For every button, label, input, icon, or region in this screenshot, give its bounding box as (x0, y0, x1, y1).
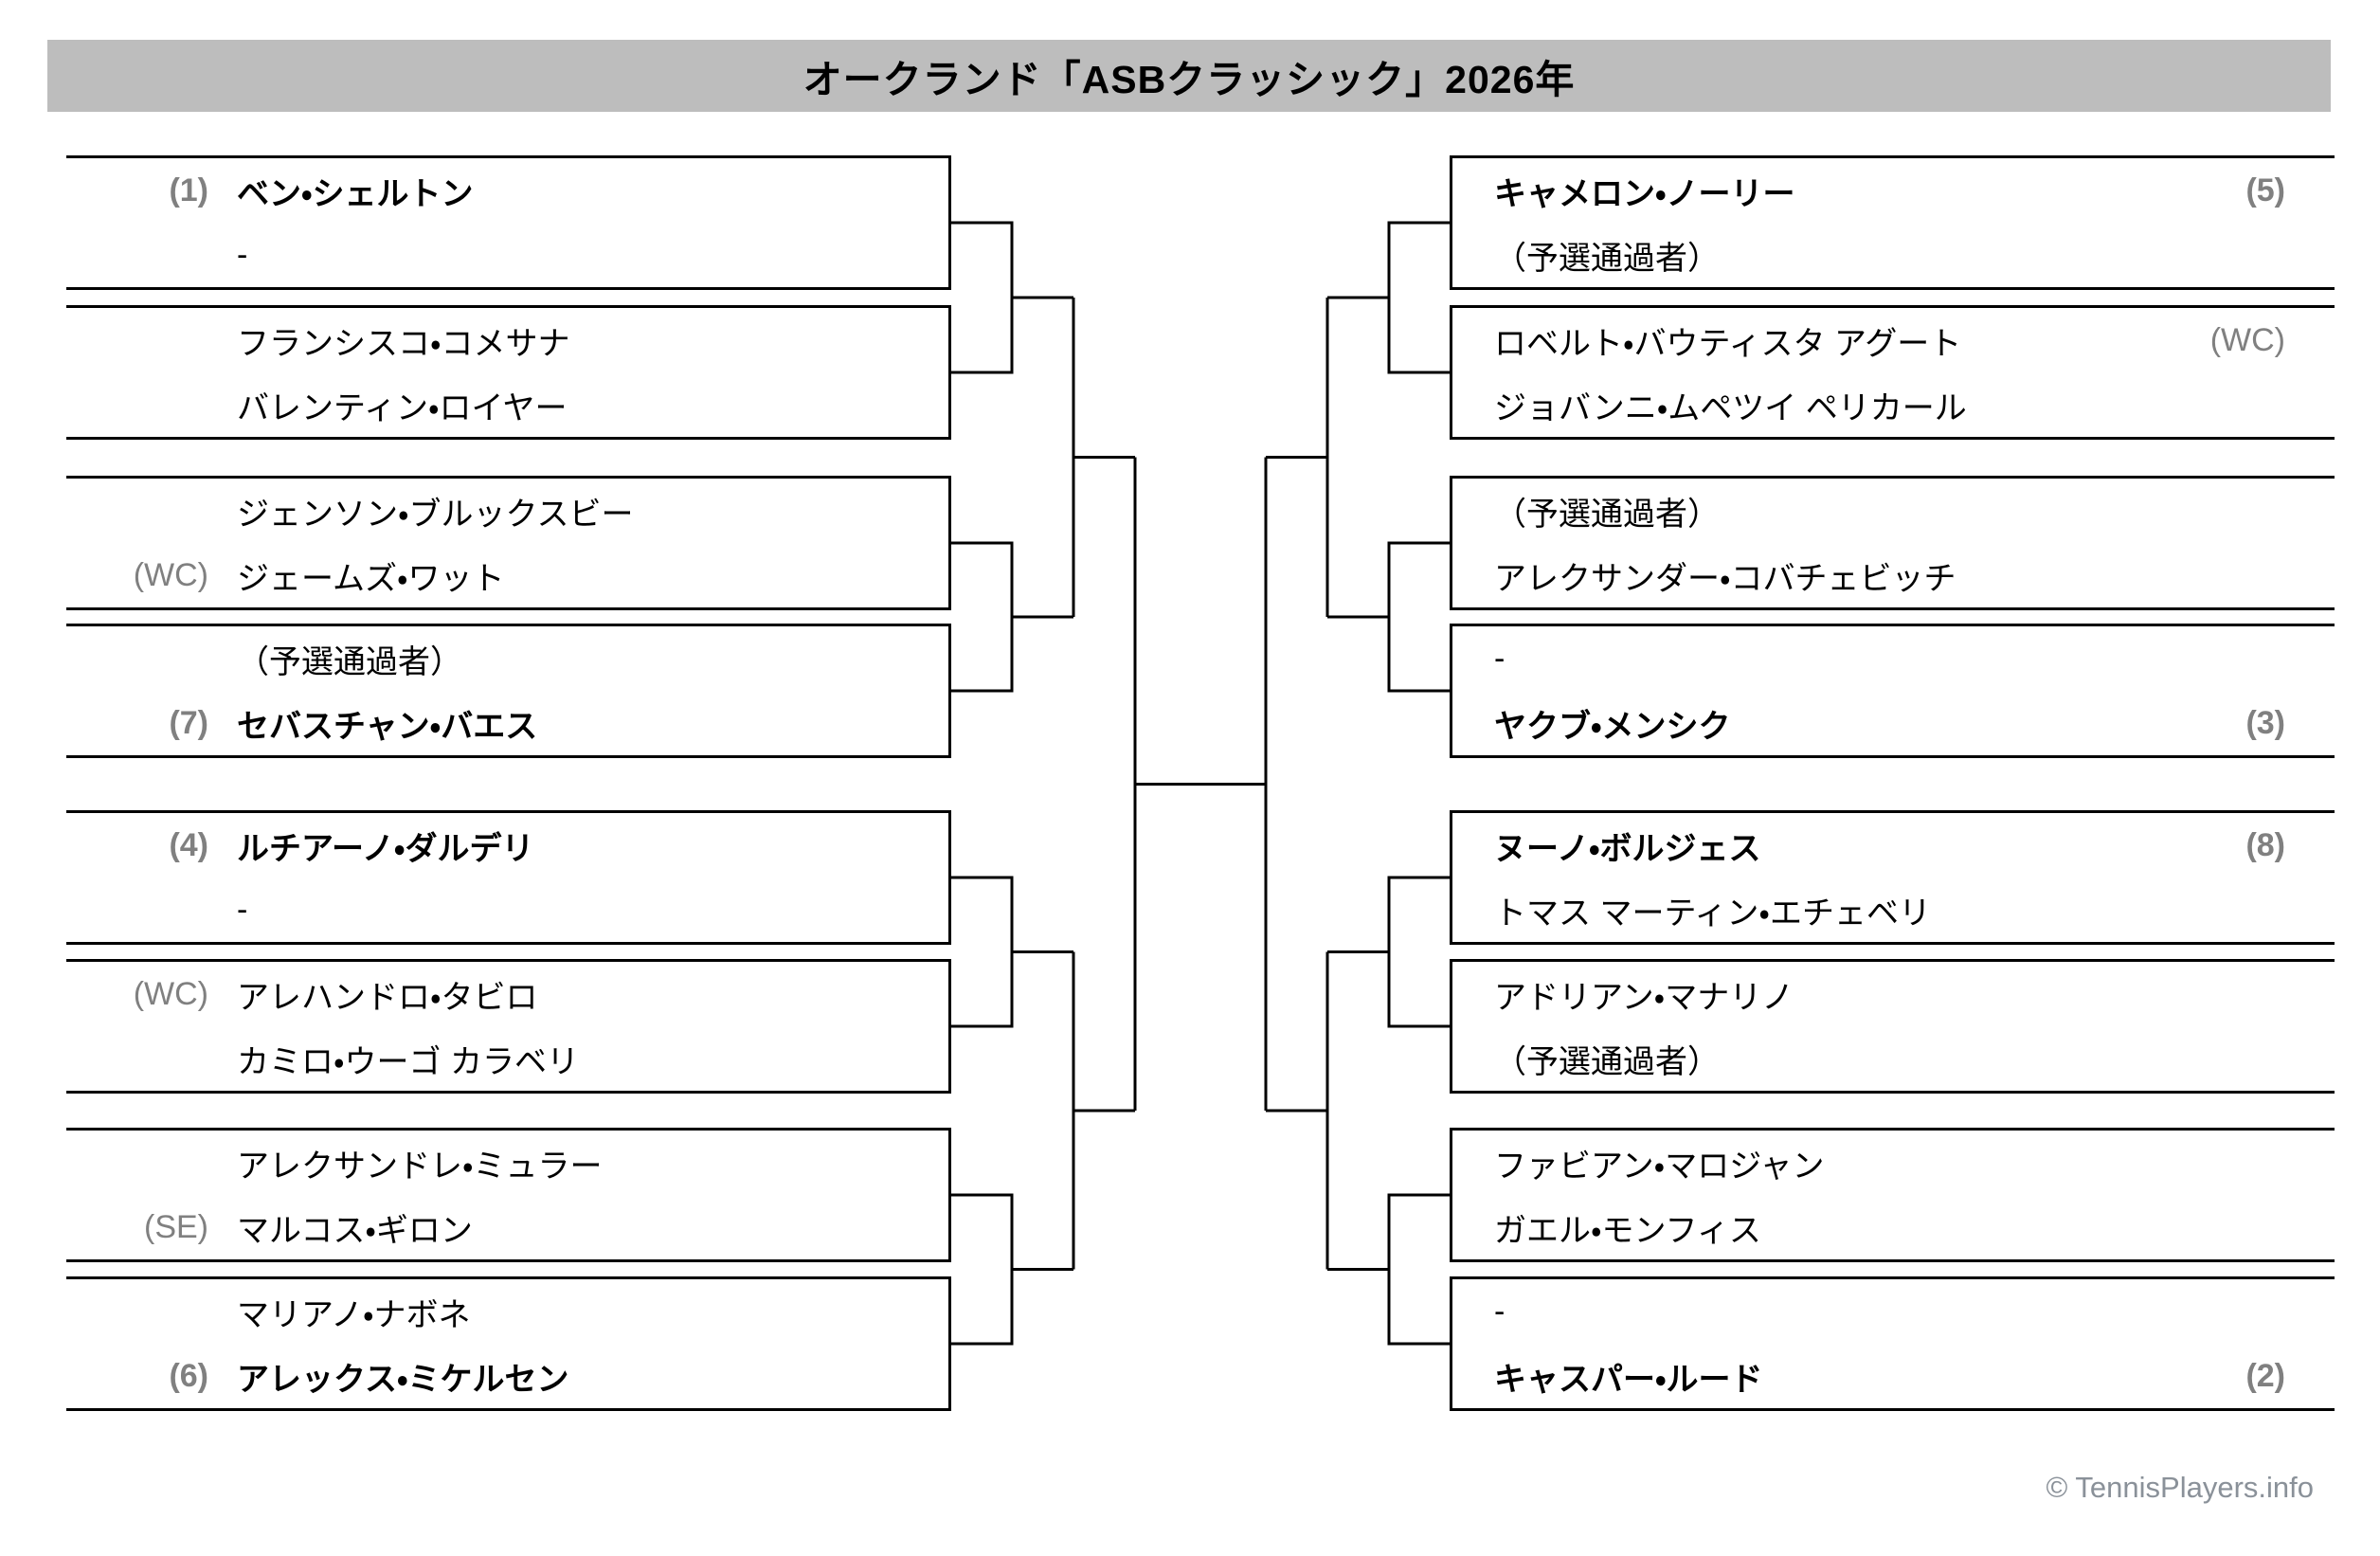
player-name: ヤクブ・メンシク (1494, 708, 1731, 745)
match-box: ヌーノ・ボルジェス (8) トマス マーティン・エチェベリ (1450, 810, 2335, 945)
player-name: ヌーノ・ボルジェス (1494, 830, 1761, 867)
player-name: マルコス・ギロン (237, 1212, 473, 1249)
qualifier-label: （予選通過者） (1494, 496, 1720, 533)
special-exempt-tag: (SE) (144, 1208, 208, 1245)
player-row: アレクサンダー・コバチェビッチ (1452, 543, 2335, 607)
match-box: (1) ベン・シェルトン - (66, 155, 951, 290)
player-row: - (1452, 626, 2335, 691)
player-name: カミロ・ウーゴ カラベリ (237, 1043, 580, 1080)
match-box: ジェンソン・ブルックスビー (WC) ジェームズ・ワット (66, 476, 951, 610)
player-name: アドリアン・マナリノ (1494, 979, 1794, 1016)
player-row: ヤクブ・メンシク (3) (1452, 691, 2335, 755)
player-name: バレンティン・ロイヤー (237, 389, 568, 426)
player-name: キャメロン・ノーリー (1494, 175, 1795, 212)
player-row: カミロ・ウーゴ カラベリ (66, 1026, 948, 1091)
player-row: トマス マーティン・エチェベリ (1452, 878, 2335, 942)
player-name: キャスパー・ルード (1494, 1361, 1763, 1398)
seed-tag: (3) (2245, 704, 2285, 741)
player-row: ロベルト・バウティスタ アグート (WC) (1452, 308, 2335, 372)
player-name: トマス マーティン・エチェベリ (1494, 895, 1931, 932)
player-name: ジョバンニ・ムペツイ ペリカール (1494, 389, 1967, 426)
player-row: アレクサンドレ・ミュラー (66, 1131, 948, 1195)
seed-tag: (8) (2245, 826, 2285, 863)
player-name: - (1494, 1293, 1506, 1330)
player-row: (6) アレックス・ミケルセン (66, 1344, 948, 1408)
match-box: - キャスパー・ルード (2) (1450, 1276, 2335, 1411)
player-row: ファビアン・マロジャン (1452, 1131, 2335, 1195)
match-box: アレクサンドレ・ミュラー (SE) マルコス・ギロン (66, 1128, 951, 1262)
player-row: (SE) マルコス・ギロン (66, 1195, 948, 1259)
seed-tag: (5) (2245, 172, 2285, 208)
match-box: （予選通過者） アレクサンダー・コバチェビッチ (1450, 476, 2335, 610)
player-row: キャメロン・ノーリー (5) (1452, 158, 2335, 223)
player-row: (7) セバスチャン・バエス (66, 691, 948, 755)
match-box: アドリアン・マナリノ （予選通過者） (1450, 959, 2335, 1094)
match-box: マリアノ・ナボネ (6) アレックス・ミケルセン (66, 1276, 951, 1411)
player-name: アレックス・ミケルセン (237, 1361, 569, 1398)
wildcard-tag: (WC) (2209, 321, 2285, 358)
match-box: (4) ルチアーノ・ダルデリ - (66, 810, 951, 945)
match-box: キャメロン・ノーリー (5) （予選通過者） (1450, 155, 2335, 290)
player-row: - (66, 878, 948, 942)
player-name: ベン・シェルトン (237, 175, 474, 212)
player-row: ヌーノ・ボルジェス (8) (1452, 813, 2335, 878)
player-name: ガエル・モンフィス (1494, 1212, 1761, 1249)
wildcard-tag: (WC) (133, 975, 208, 1012)
player-name: ルチアーノ・ダルデリ (237, 830, 534, 867)
player-row: ガエル・モンフィス (1452, 1195, 2335, 1259)
match-box: （予選通過者） (7) セバスチャン・バエス (66, 624, 951, 758)
player-row: （予選通過者） (1452, 223, 2335, 287)
player-name: セバスチャン・バエス (237, 708, 538, 745)
player-row: (4) ルチアーノ・ダルデリ (66, 813, 948, 878)
qualifier-label: （予選通過者） (237, 643, 462, 680)
player-row: (1) ベン・シェルトン (66, 158, 948, 223)
player-name: アレハンドロ・タビロ (237, 979, 538, 1016)
match-box: フランシスコ・コメサナ バレンティン・ロイヤー (66, 305, 951, 440)
player-row: (WC) ジェームズ・ワット (66, 543, 948, 607)
player-row: マリアノ・ナボネ (66, 1279, 948, 1344)
player-name: マリアノ・ナボネ (237, 1296, 471, 1333)
wildcard-tag: (WC) (133, 556, 208, 593)
match-box: ロベルト・バウティスタ アグート (WC) ジョバンニ・ムペツイ ペリカール (1450, 305, 2335, 440)
player-row: キャスパー・ルード (2) (1452, 1344, 2335, 1408)
seed-tag: (4) (169, 826, 208, 863)
qualifier-label: （予選通過者） (1494, 240, 1720, 277)
player-name: ジェンソン・ブルックスビー (237, 496, 634, 533)
seed-tag: (2) (2245, 1357, 2285, 1394)
seed-tag: (7) (169, 704, 208, 741)
player-row: （予選通過者） (1452, 479, 2335, 543)
seed-tag: (1) (169, 172, 208, 208)
player-row: ジョバンニ・ムペツイ ペリカール (1452, 372, 2335, 437)
player-row: ジェンソン・ブルックスビー (66, 479, 948, 543)
player-row: フランシスコ・コメサナ (66, 308, 948, 372)
tournament-title-bar: オークランド「ASBクラッシック」2026年 (47, 40, 2331, 112)
match-box: ファビアン・マロジャン ガエル・モンフィス (1450, 1128, 2335, 1262)
player-name: ロベルト・バウティスタ アグート (1494, 325, 1962, 362)
qualifier-label: （予選通過者） (1494, 1043, 1720, 1080)
player-name: アレクサンダー・コバチェビッチ (1494, 560, 1956, 597)
player-row: バレンティン・ロイヤー (66, 372, 948, 437)
player-name: - (237, 236, 248, 273)
match-box: (WC) アレハンドロ・タビロ カミロ・ウーゴ カラベリ (66, 959, 951, 1094)
seed-tag: (6) (169, 1357, 208, 1394)
player-name: - (1494, 640, 1506, 677)
player-name: フランシスコ・コメサナ (237, 325, 570, 362)
player-name: アレクサンドレ・ミュラー (237, 1148, 603, 1185)
player-row: （予選通過者） (1452, 1026, 2335, 1091)
player-name: ジェームズ・ワット (237, 560, 505, 597)
player-row: アドリアン・マナリノ (1452, 962, 2335, 1026)
copyright-credit: © TennisPlayers.info (2046, 1471, 2314, 1504)
player-name: ファビアン・マロジャン (1494, 1148, 1825, 1185)
player-row: （予選通過者） (66, 626, 948, 691)
player-row: - (1452, 1279, 2335, 1344)
match-box: - ヤクブ・メンシク (3) (1450, 624, 2335, 758)
player-row: (WC) アレハンドロ・タビロ (66, 962, 948, 1026)
player-row: - (66, 223, 948, 287)
player-name: - (237, 891, 248, 928)
tournament-title: オークランド「ASBクラッシック」2026年 (802, 58, 1576, 101)
